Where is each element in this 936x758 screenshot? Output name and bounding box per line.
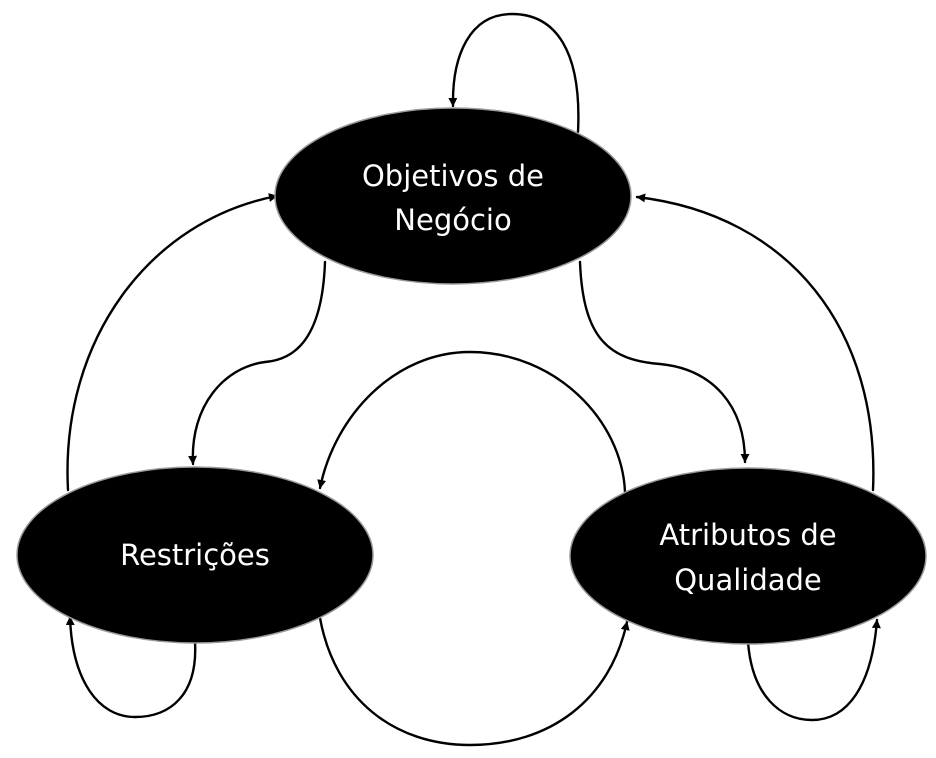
edge-objetivos-self-loop — [448, 12, 580, 134]
node-objetivos-label-line2: Negócio — [394, 203, 511, 237]
node-objetivos-de-negocio: Objetivos de Negócio — [274, 107, 632, 285]
edge-restricoes-to-objetivos — [66, 193, 279, 492]
node-restricoes-label: Restrições — [120, 538, 270, 572]
node-restricoes: Restrições — [16, 466, 374, 644]
edge-restricoes-to-atributos — [318, 616, 630, 747]
edge-atributos-to-restricoes — [317, 350, 627, 494]
edge-objetivos-to-atributos — [578, 260, 750, 464]
node-objetivos-label-line1: Objetivos de — [362, 159, 544, 193]
edges — [65, 12, 881, 747]
edge-restricoes-self-loop — [65, 615, 197, 719]
edge-atributos-to-objetivos — [635, 193, 875, 492]
node-atributos-de-qualidade: Atributos de Qualidade — [569, 467, 927, 645]
node-atributos-label-line1: Atributos de — [659, 518, 836, 552]
edge-objetivos-to-restricoes — [188, 260, 327, 466]
edge-atributos-self-loop — [746, 618, 881, 722]
node-atributos-label-line2: Qualidade — [674, 563, 822, 597]
